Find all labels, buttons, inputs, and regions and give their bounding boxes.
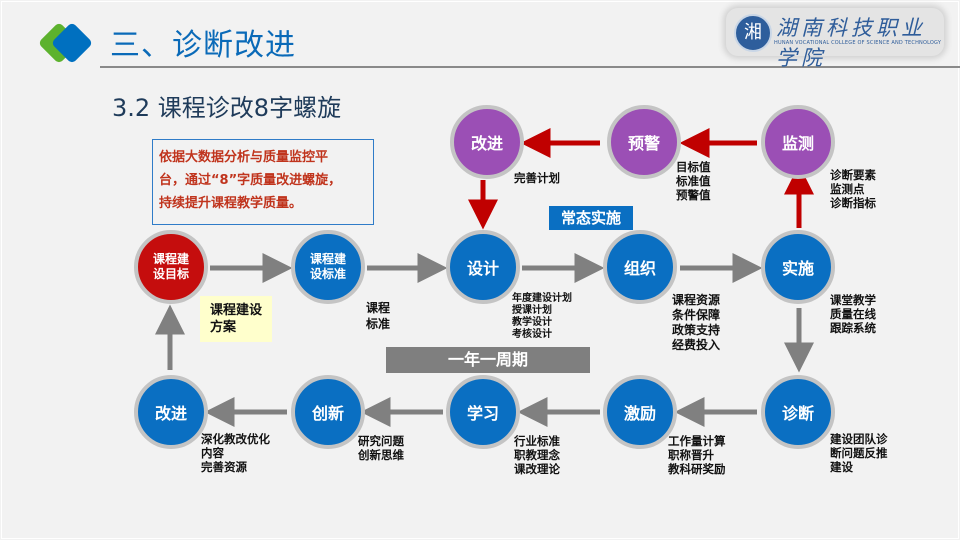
node-course-standard[interactable]: 课程建设标准 xyxy=(291,230,365,304)
node-improve[interactable]: 改进 xyxy=(134,375,208,449)
node-diagnose[interactable]: 诊断 xyxy=(761,375,835,449)
note-implement: 课堂教学 质量在线 跟踪系统 xyxy=(830,293,876,335)
node-warning[interactable]: 预警 xyxy=(607,105,681,179)
note-course-standard: 课程 标准 xyxy=(366,301,391,331)
node-innovate[interactable]: 创新 xyxy=(291,375,365,449)
node-improve-plan[interactable]: 改进 xyxy=(450,105,524,179)
routine-implementation-label: 常态实施 xyxy=(549,206,633,230)
node-label: 诊断 xyxy=(781,404,814,423)
node-label: 实施 xyxy=(781,259,814,278)
callout-line: 依据大数据分析与质量监控平 xyxy=(159,150,329,165)
node-course-goal[interactable]: 课程建设目标 xyxy=(134,230,208,304)
title-divider xyxy=(100,66,960,68)
node-label: 组织 xyxy=(623,259,656,278)
note-improve: 深化教改优化 内容 完善资源 xyxy=(201,432,270,474)
school-emblem-icon: 湘 xyxy=(734,14,772,52)
note-monitor: 诊断要素 监测点 诊断指标 xyxy=(830,168,876,210)
node-implement[interactable]: 实施 xyxy=(761,230,835,304)
section-title: 三、诊断改进 xyxy=(110,28,296,63)
node-label: 监测 xyxy=(781,134,814,153)
school-name-en: HUNAN VOCATIONAL COLLEGE OF SCIENCE AND … xyxy=(774,40,942,46)
node-label: 设计 xyxy=(466,259,499,278)
note-organize: 课程资源 条件保障 政策支持 经费投入 xyxy=(672,293,721,352)
node-monitor[interactable]: 监测 xyxy=(761,105,835,179)
node-label: 激励 xyxy=(623,404,656,423)
note-innovate: 研究问题 创新思维 xyxy=(358,434,404,462)
note-course-goal: 课程建设 方案 xyxy=(200,296,273,342)
node-label: 课程建 xyxy=(309,252,346,266)
node-learn[interactable]: 学习 xyxy=(446,375,520,449)
note-incentive: 工作量计算 职称晋升 教科研奖励 xyxy=(668,434,726,476)
node-label: 设标准 xyxy=(309,267,346,281)
description-callout: 依据大数据分析与质量监控平 台，通过“8”字质量改进螺旋， 持续提升课程教学质量… xyxy=(152,139,374,225)
note-learn: 行业标准 职教理念 课改理论 xyxy=(514,434,560,476)
node-label: 学习 xyxy=(466,404,499,423)
node-incentive[interactable]: 激励 xyxy=(603,375,677,449)
school-logo: 湘 湖南科技职业学院 HUNAN VOCATIONAL COLLEGE OF S… xyxy=(726,8,944,70)
node-label: 预警 xyxy=(627,134,660,153)
note-diagnose: 建设团队诊 断问题反推 建设 xyxy=(830,432,888,474)
note-improve-plan: 完善计划 xyxy=(514,171,560,185)
annual-cycle-label: 一年一周期 xyxy=(386,347,590,373)
node-label: 改进 xyxy=(154,404,187,423)
node-label: 设目标 xyxy=(152,267,189,281)
node-design[interactable]: 设计 xyxy=(446,230,520,304)
callout-line: 持续提升课程教学质量。 xyxy=(159,196,303,211)
node-label: 课程建 xyxy=(152,252,189,266)
node-label: 创新 xyxy=(311,404,344,423)
school-name-cn: 湖南科技职业学院 xyxy=(776,16,926,70)
node-label: 改进 xyxy=(470,134,503,153)
node-organize[interactable]: 组织 xyxy=(603,230,677,304)
note-warning: 目标值 标准值 预警值 xyxy=(676,160,711,202)
note-design: 年度建设计划 授课计划 教学设计 考核设计 xyxy=(512,293,572,340)
slide-subtitle: 3.2 课程诊改8字螺旋 xyxy=(112,94,342,122)
callout-line: 台，通过“8”字质量改进螺旋， xyxy=(159,173,342,188)
